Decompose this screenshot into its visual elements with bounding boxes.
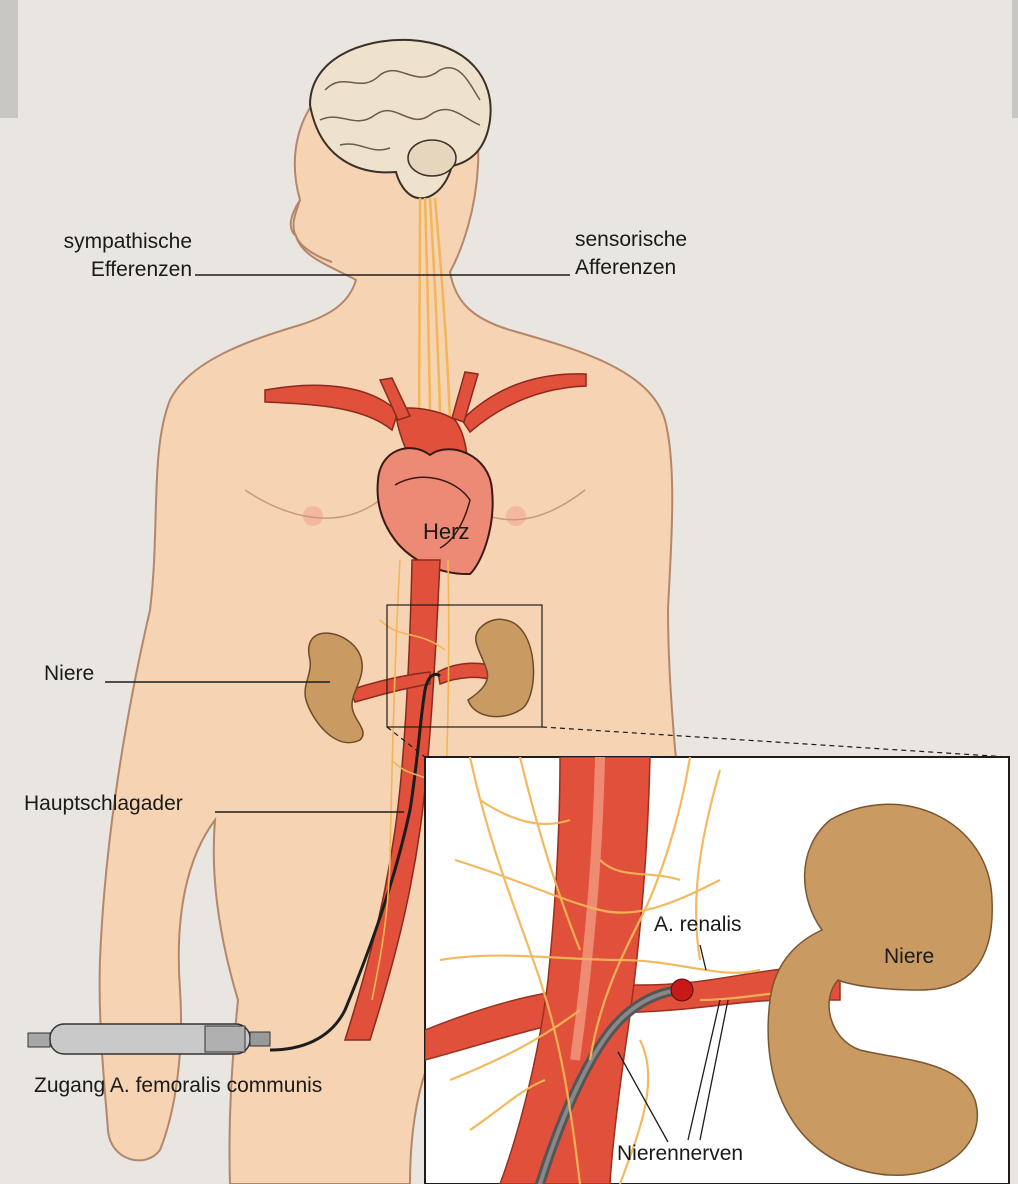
label-kidney-left: Niere	[44, 660, 94, 688]
label-sympathetic: sympathische Efferenzen	[30, 228, 192, 284]
nipple-right	[506, 506, 526, 526]
label-renal-artery: A. renalis	[654, 911, 742, 939]
label-sensory-line1: sensorische	[575, 226, 687, 254]
label-sympathetic-line2: Efferenzen	[30, 256, 192, 284]
label-heart: Herz	[423, 518, 469, 546]
label-access: Zugang A. femoralis communis	[34, 1072, 322, 1100]
label-sensory: sensorische Afferenzen	[575, 226, 687, 282]
label-aorta: Hauptschlagader	[24, 790, 183, 818]
ablation-tip	[671, 979, 693, 1001]
label-kidney-inset: Niere	[884, 943, 934, 971]
label-renal-nerves: Nierennerven	[617, 1140, 743, 1168]
label-sensory-line2: Afferenzen	[575, 254, 687, 282]
catheter-handle-icon	[28, 1024, 270, 1054]
label-sympathetic-line1: sympathische	[30, 228, 192, 256]
